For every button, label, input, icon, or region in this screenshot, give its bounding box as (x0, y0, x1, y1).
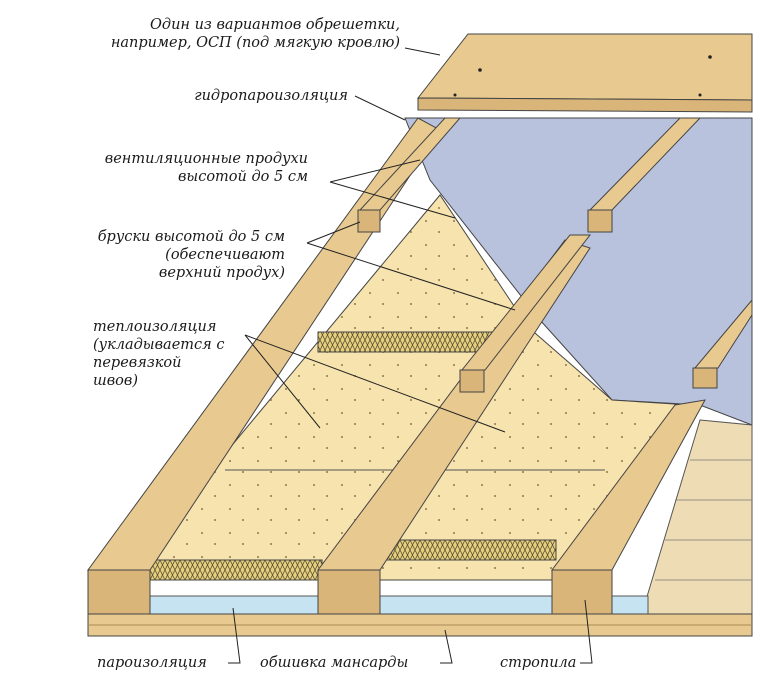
label-battens-line-3: верхний продух) (158, 265, 285, 281)
osb-sheathing (416, 33, 753, 101)
label-sheathing-line-1: Один из вариантов обрешетки, (150, 17, 400, 33)
label-vent-gaps-line-2: высотой до 5 см (177, 169, 308, 185)
label-battens: бруски высотой до 5 см (обеспечивают вер… (80, 228, 285, 282)
label-vent-gaps-line-1: вентиляционные продухи (104, 151, 308, 167)
label-battens-line-2: (обеспечивают (165, 247, 285, 263)
insulation-left-bay-dots (120, 195, 530, 580)
label-insulation-line-4: швов) (93, 373, 139, 389)
leader-lines (228, 47, 593, 664)
label-insulation-line-3: перевязкой (93, 355, 182, 371)
label-battens-line-1: бруски высотой до 5 см (97, 229, 285, 245)
label-vent-gaps: вентиляционные продухи высотой до 5 см (80, 150, 308, 186)
label-sheathing: Один из вариантов обрешетки, например, О… (95, 16, 400, 52)
label-sheathing-line-2: например, ОСП (под мягкую кровлю) (110, 35, 400, 51)
label-insulation-line-1: теплоизоляция (93, 319, 217, 335)
label-vapor-barrier: пароизоляция (97, 655, 207, 671)
label-rafters: стропила (500, 655, 577, 671)
label-membrane: гидропароизоляция (194, 88, 348, 104)
label-insulation: теплоизоляция (укладывается с перевязкой… (93, 318, 224, 390)
counter-battens (357, 117, 753, 393)
label-insulation-line-2: (укладывается с (93, 337, 225, 353)
label-lining: обшивка мансарды (260, 655, 409, 671)
